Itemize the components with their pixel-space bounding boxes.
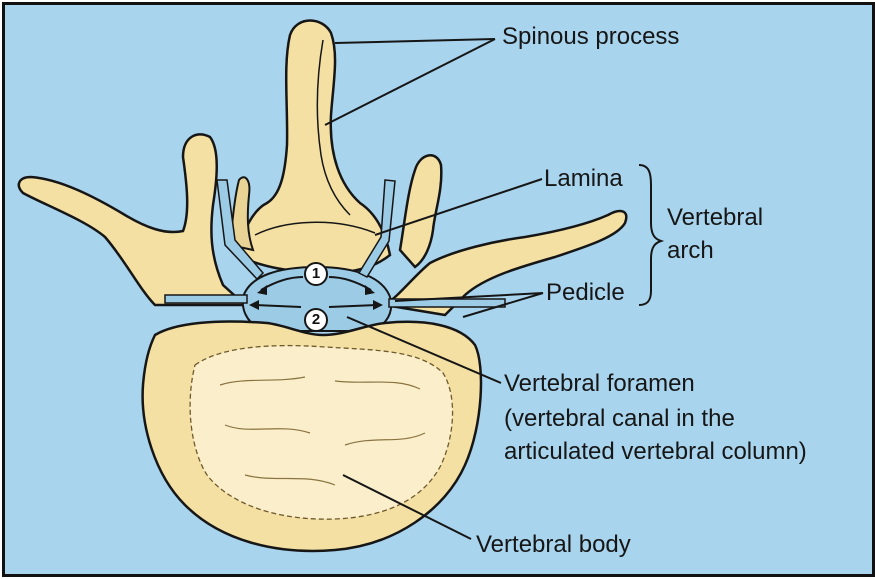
leader-spinous-1 xyxy=(335,39,495,43)
vertebral-body-inner-rim xyxy=(190,346,452,520)
label-vertebral-body: Vertebral body xyxy=(476,531,631,559)
left-pedicle-strip xyxy=(165,295,247,303)
marker-1: 1 xyxy=(305,263,327,285)
vertebra-illustration xyxy=(5,5,872,574)
leader-spinous-2 xyxy=(325,39,495,125)
left-transverse-process xyxy=(19,134,245,305)
marker-2: 2 xyxy=(305,309,327,331)
label-vertebral-foramen-line2: (vertebral canal in the xyxy=(504,405,735,433)
label-lamina: Lamina xyxy=(544,165,623,193)
right-articular-process xyxy=(400,155,441,267)
label-pedicle: Pedicle xyxy=(546,279,625,307)
label-spinous-process: Spinous process xyxy=(502,23,679,51)
vertebral-arch-brace xyxy=(639,165,661,305)
label-vertebral-foramen-line3: articulated vertebral column) xyxy=(504,438,807,466)
label-vertebral-arch-line2: arch xyxy=(667,237,714,265)
spinous-process xyxy=(237,21,390,274)
label-vertebral-foramen-line1: Vertebral foramen xyxy=(504,370,695,398)
label-vertebral-arch-line1: Vertebral xyxy=(667,204,763,232)
leader-lamina xyxy=(375,179,542,235)
